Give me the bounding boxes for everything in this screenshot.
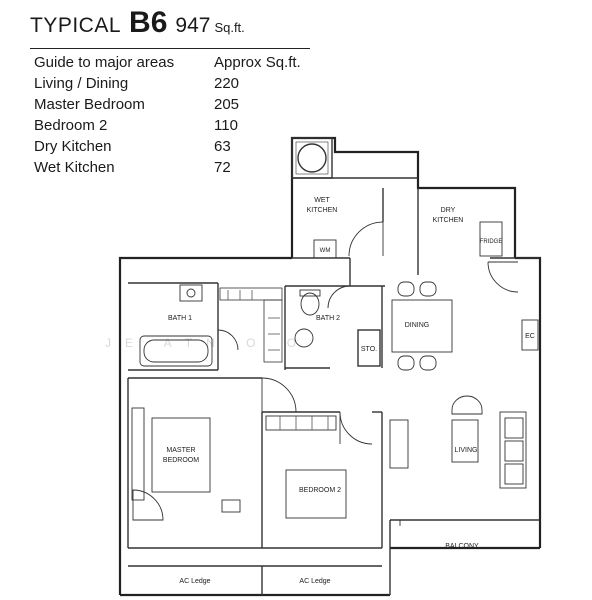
store-label: STO. [361,346,377,353]
row-name: Master Bedroom [34,96,145,113]
fixtures [131,221,539,526]
door-swings [132,221,519,521]
row-value: 220 [214,75,240,92]
ec-label: EC [525,333,535,340]
room-label-wet-kitchen: KITCHEN [307,207,338,214]
room-label-dry-kitchen: KITCHEN [433,217,464,224]
watermark: JE ATN O O [105,336,310,350]
unit-area: 947 [175,14,211,37]
room-labels: WET KITCHEN DRY KITCHEN FRIDGE WM BATH 1… [163,197,535,585]
areas-table: Guide to major areas Approx Sq.ft. Livin… [34,52,301,178]
table-header-sqft: Approx Sq.ft. [214,54,301,71]
interior-walls [127,137,540,595]
unit-code: B6 [129,6,168,39]
plan-header: TYPICAL B6 947 Sq.ft. [30,6,245,40]
room-label-master-bedroom: MASTER [166,447,195,454]
room-label-bath1: BATH 1 [168,315,192,322]
room-label-dining: DINING [405,322,430,329]
row-name: Bedroom 2 [34,117,108,134]
table-row: Wet Kitchen 72 [34,157,301,178]
table-header-row: Guide to major areas Approx Sq.ft. [34,52,301,73]
table-header-area: Guide to major areas [34,54,175,71]
fridge-label: FRIDGE [480,239,503,245]
room-label-bedroom2: BEDROOM 2 [299,487,341,494]
row-name: Wet Kitchen [34,159,115,176]
table-row: Living / Dining 220 [34,73,301,94]
header-rule [30,48,310,49]
room-label-balcony: BALCONY [445,543,479,550]
table-row: Bedroom 2 110 [34,115,301,136]
row-value: 72 [214,159,231,176]
room-label-living: LIVING [455,447,478,454]
plan-title: TYPICAL B6 947 Sq.ft. [30,6,245,40]
typical-label: TYPICAL [30,14,122,37]
room-label-wet-kitchen: WET [314,197,330,204]
ac-ledge-label: AC Ledge [299,578,330,585]
room-label-bath2: BATH 2 [316,315,340,322]
room-label-master-bedroom: BEDROOM [163,457,199,464]
row-value: 205 [214,96,240,113]
table-row: Dry Kitchen 63 [34,136,301,157]
row-value: 110 [214,117,238,134]
window-marks [227,290,329,430]
washing-machine-label: WM [320,248,331,254]
table-row: Master Bedroom 205 [34,94,301,115]
ac-ledge-label: AC Ledge [179,578,210,585]
row-name: Dry Kitchen [34,138,112,155]
room-label-dry-kitchen: DRY [441,207,456,214]
row-value: 63 [214,138,231,155]
area-unit: Sq.ft. [214,20,245,35]
row-name: Living / Dining [34,75,129,92]
